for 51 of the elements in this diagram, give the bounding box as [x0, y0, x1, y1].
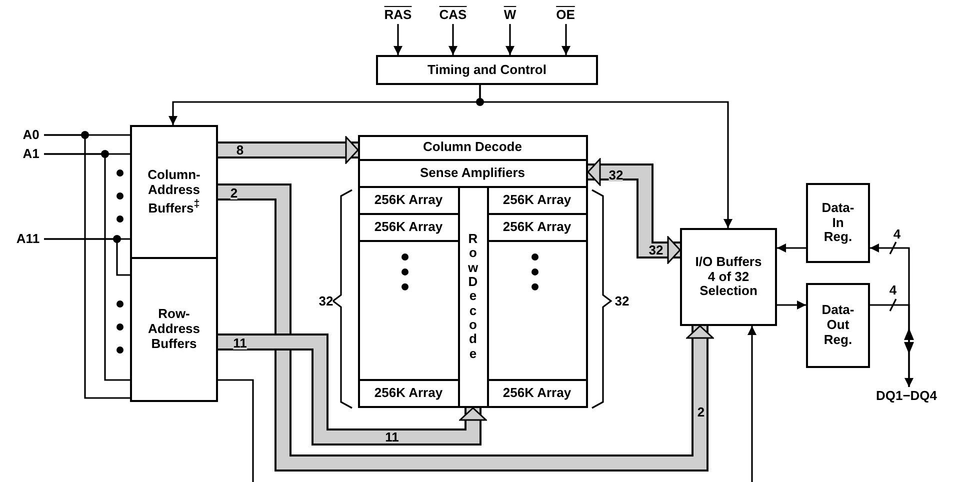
arrow	[777, 244, 806, 252]
memory-array-block	[358, 135, 588, 408]
count-label: 32	[614, 294, 630, 308]
block-label: CAS	[439, 8, 467, 22]
buffer-block	[680, 228, 777, 326]
block-label: A11	[16, 232, 40, 246]
block-label: DQ1−DQ4	[876, 388, 938, 404]
count-label: 32	[318, 294, 334, 308]
arrow	[777, 300, 806, 310]
block-label: RAS	[384, 8, 412, 22]
block-label: 256K Array	[502, 192, 572, 208]
bus-width-label: 32	[648, 244, 664, 256]
arrow	[448, 24, 458, 55]
edge-label: 8	[236, 144, 244, 156]
arrow	[506, 24, 514, 55]
arrow	[479, 85, 732, 228]
block-label: Data- Out Reg.	[820, 303, 856, 348]
block-label: 256K Array	[374, 192, 443, 208]
signal-line	[44, 238, 130, 276]
bus-width-label: 11	[385, 430, 399, 444]
block-label: 256K Array	[502, 386, 572, 400]
edge-label: 4	[893, 228, 901, 240]
buffer-block	[130, 125, 218, 259]
block-label: 256K Array	[374, 386, 443, 400]
control-block	[376, 55, 598, 85]
block-label: 256K Array	[502, 220, 572, 234]
block-label: A1	[22, 146, 40, 162]
block-label: Timing and Control	[428, 62, 546, 78]
edge-label: 32	[608, 168, 624, 182]
edge-label: 4	[889, 284, 897, 296]
arrow	[748, 326, 756, 482]
block-label: Row Decode	[466, 232, 480, 361]
block-label: 256K Array	[374, 220, 443, 234]
block-label: Sense Amplifiers	[420, 166, 525, 180]
block-label: I/O Buffers 4 of 32 Selection	[694, 254, 763, 300]
signal-line	[218, 379, 254, 482]
register-block	[806, 283, 870, 368]
block-label: W	[504, 8, 516, 22]
block-label: Column Decode	[423, 140, 522, 155]
block-label: Column- Address Buffers$^{‡}$	[146, 168, 202, 216]
block-label: Row- Address Buffers	[146, 307, 202, 352]
arrow	[394, 24, 402, 55]
block-label: Data- In Reg.	[820, 200, 856, 246]
block-label: A0	[22, 128, 40, 142]
arrow	[562, 24, 570, 55]
buffer-block	[130, 257, 218, 402]
register-block	[806, 183, 870, 263]
edge-label: 2	[230, 186, 238, 200]
bus-width-label: 2	[697, 406, 705, 418]
block-label: OE	[556, 8, 575, 22]
edge-label: 11	[233, 336, 247, 350]
